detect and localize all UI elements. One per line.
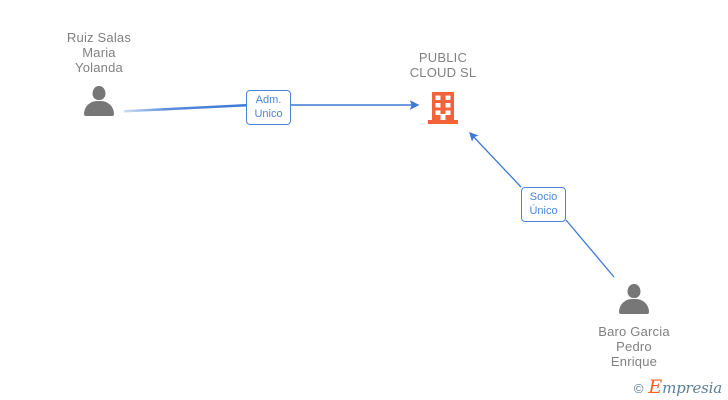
edge-adm-unico xyxy=(124,100,420,113)
person-2-label: Baro Garcia Pedro Enrique xyxy=(598,324,670,369)
person-body xyxy=(619,299,649,314)
person-icon xyxy=(617,284,651,314)
brand-initial: E xyxy=(648,376,663,398)
relation-label-adm-unico[interactable]: Adm. Unico xyxy=(246,90,291,125)
person-head xyxy=(92,86,106,100)
person-body xyxy=(84,101,114,116)
brand-wordmark: Empresia xyxy=(648,378,722,397)
edge-socio-unico xyxy=(469,132,615,278)
person-icon xyxy=(82,86,116,116)
node-person-2[interactable]: Baro Garcia Pedro Enrique xyxy=(554,284,714,369)
empresia-watermark: © Empresia xyxy=(633,378,722,397)
brand-rest: mpresia xyxy=(662,379,722,397)
company-label: PUBLIC CLOUD SL xyxy=(409,50,477,80)
node-person-1[interactable]: Ruiz Salas Maria Yolanda xyxy=(19,30,179,116)
building-icon xyxy=(428,92,458,124)
person-head xyxy=(627,284,641,298)
person-1-label: Ruiz Salas Maria Yolanda xyxy=(66,30,132,75)
node-company[interactable]: PUBLIC CLOUD SL xyxy=(363,50,523,124)
copyright-icon: © xyxy=(633,380,644,396)
relation-label-socio-unico[interactable]: Socio Único xyxy=(521,187,566,222)
